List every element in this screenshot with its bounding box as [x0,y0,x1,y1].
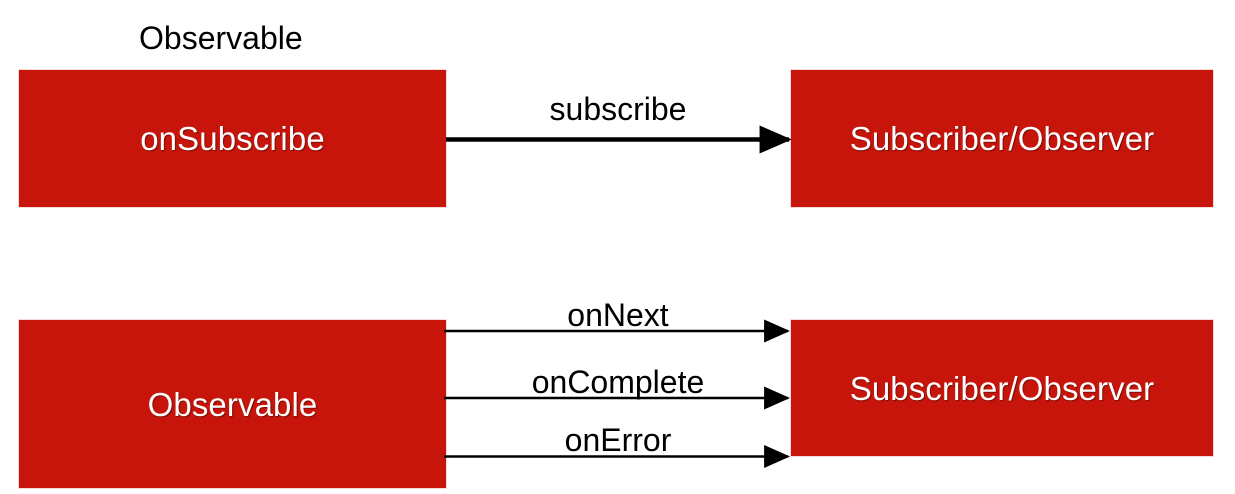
box-subscriber-observer-top-label: Subscriber/Observer [849,120,1155,157]
box-subscriber-observer-bottom[interactable]: Subscriber/Observer [791,320,1213,456]
box-onsubscribe[interactable]: onSubscribe [19,70,446,207]
caption-observable: Observable [139,20,303,56]
box-subscriber-observer-top[interactable]: Subscriber/Observer [791,70,1213,207]
arrow-label-oncomplete: onComplete [531,364,705,400]
arrow-label-subscribe: subscribe [549,91,687,127]
box-observable[interactable]: Observable [19,320,446,488]
arrow-label-onnext: onNext [567,297,669,333]
box-onsubscribe-label: onSubscribe [140,120,325,157]
box-observable-label: Observable [147,385,318,423]
box-subscriber-observer-bottom-label: Subscriber/Observer [849,369,1155,407]
arrow-label-onerror: onError [564,422,672,458]
